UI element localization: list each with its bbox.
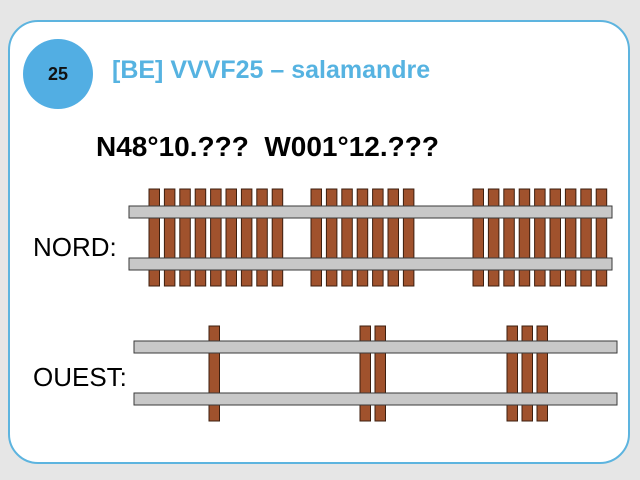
railroad-tie [360, 326, 371, 421]
rail [134, 393, 617, 405]
railroad-tie [180, 189, 191, 286]
ouest-track [134, 326, 617, 421]
railroad-tie [257, 189, 268, 286]
railroad-tie [326, 189, 337, 286]
railroad-tie [164, 189, 175, 286]
railroad-tie [507, 326, 518, 421]
railroad-tie [537, 326, 548, 421]
railroad-tie [473, 189, 484, 286]
railroad-tie [241, 189, 252, 286]
railroad-tie [211, 189, 222, 286]
railroad-tie [581, 189, 592, 286]
rail [129, 206, 612, 218]
railroad-tie [596, 189, 607, 286]
railroad-tie [342, 189, 353, 286]
railroad-tie [375, 326, 386, 421]
railroad-tie [357, 189, 368, 286]
rail [129, 258, 612, 270]
rail [134, 341, 617, 353]
railroad-tie [226, 189, 237, 286]
railroad-tie [373, 189, 384, 286]
railroad-tie [522, 326, 533, 421]
railroad-tie [149, 189, 160, 286]
railroad-tie [272, 189, 283, 286]
railroad-tie [388, 189, 399, 286]
nord-track [129, 189, 612, 286]
railroad-tie [311, 189, 322, 286]
railroad-tie [519, 189, 530, 286]
railroad-tie [403, 189, 414, 286]
railroad-tie [209, 326, 220, 421]
railroad-tie [195, 189, 206, 286]
railroad-tie [504, 189, 515, 286]
railroad-tie [488, 189, 499, 286]
railroad-tie [535, 189, 546, 286]
railroad-tie [550, 189, 561, 286]
railroad-tie [565, 189, 576, 286]
